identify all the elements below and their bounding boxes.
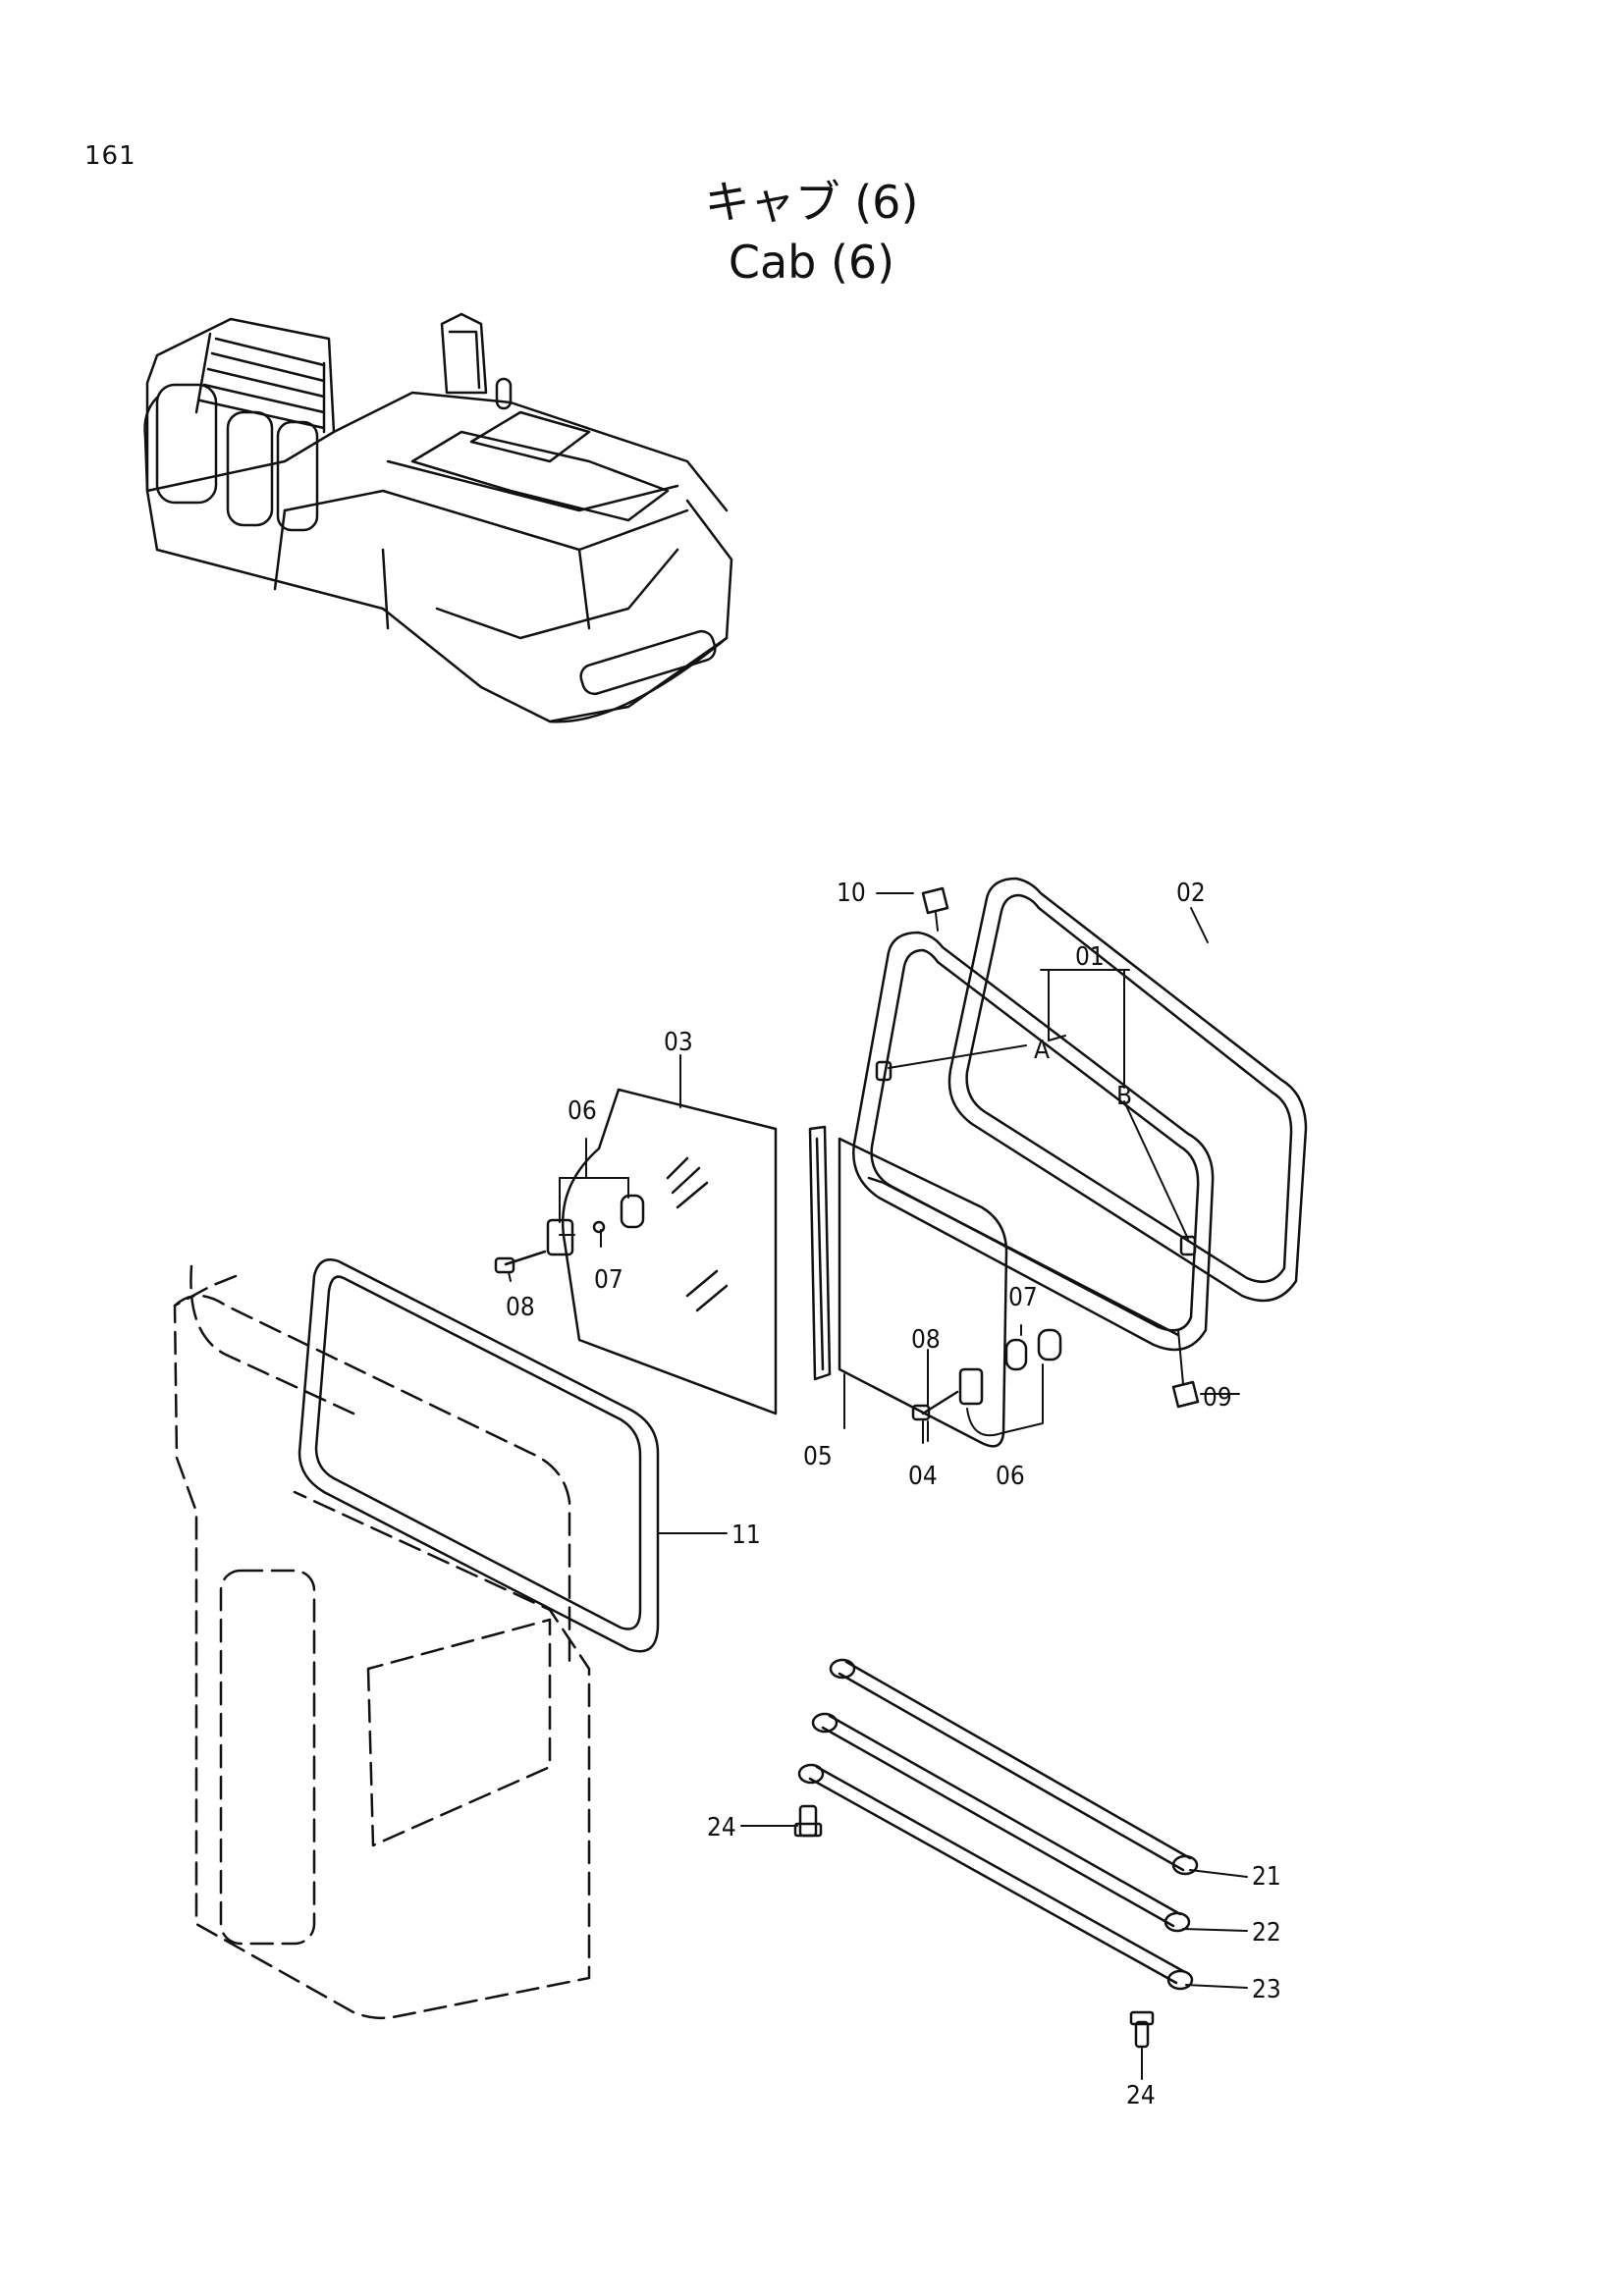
callout-08-lower: 08 — [911, 1325, 941, 1355]
callout-02: 02 — [1176, 879, 1206, 908]
callout-08-upper: 08 — [506, 1293, 535, 1322]
strap-assembly — [793, 1658, 1199, 2049]
detail-label-b: B — [1116, 1082, 1132, 1111]
callout-06-upper: 06 — [568, 1096, 597, 1126]
callout-09: 09 — [1203, 1383, 1232, 1413]
callout-22: 22 — [1252, 1918, 1281, 1948]
callout-07-lower: 07 — [1008, 1283, 1038, 1312]
callout-21: 21 — [1252, 1862, 1281, 1892]
page-title-japanese: キャブ (6) — [704, 176, 919, 229]
page-number: 161 — [84, 141, 136, 171]
callout-04: 04 — [908, 1462, 938, 1491]
callout-labels: 10 02 01 A B 03 06 07 08 07 08 09 05 04 … — [506, 879, 1281, 2110]
excavator-overview-illustration — [143, 312, 733, 723]
leader-lines — [508, 892, 1248, 2080]
callout-06-lower: 06 — [996, 1462, 1025, 1491]
callout-23: 23 — [1252, 1975, 1281, 2004]
callout-10: 10 — [837, 879, 866, 908]
cab-body-and-seal-11 — [173, 1258, 660, 2020]
detail-label-a: A — [1034, 1036, 1050, 1065]
page-title-english: Cab (6) — [728, 236, 895, 289]
callout-05: 05 — [803, 1442, 833, 1471]
callout-11: 11 — [731, 1521, 761, 1550]
callout-03: 03 — [664, 1028, 693, 1057]
callout-24-left: 24 — [707, 1813, 736, 1842]
callout-07-upper: 07 — [594, 1265, 623, 1295]
sliding-glass-03 — [494, 1088, 778, 1415]
callout-01: 01 — [1075, 942, 1105, 972]
callout-24-bottom: 24 — [1126, 2081, 1156, 2110]
